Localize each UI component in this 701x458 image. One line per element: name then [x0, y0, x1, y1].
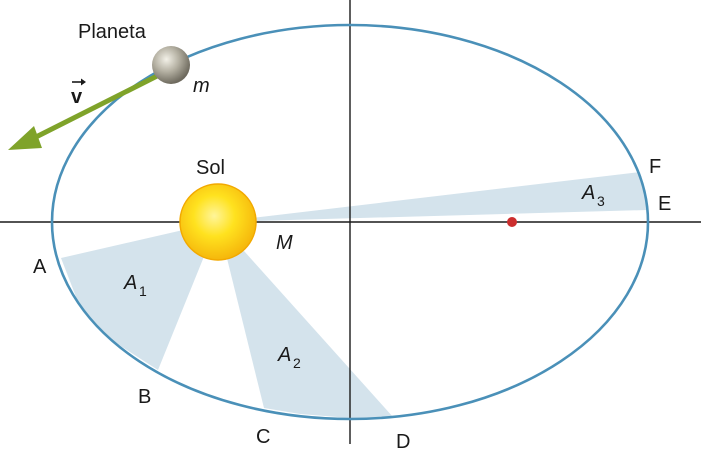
area-sector-3: [218, 172, 647, 222]
velocity-vector-arrow-icon: [72, 78, 86, 86]
area-sector-2: [218, 222, 393, 418]
sun-label: Sol: [196, 157, 225, 179]
planet: [152, 46, 190, 84]
area2-label: A: [277, 344, 291, 366]
planet-mass-label: m: [193, 75, 210, 97]
point-e-label: E: [658, 193, 671, 215]
velocity-label: v: [71, 86, 83, 108]
point-d-label: D: [396, 431, 410, 453]
point-a-label: A: [33, 256, 47, 278]
point-f-label: F: [649, 156, 661, 178]
sun-mass-label: M: [276, 232, 293, 254]
area2-subscript: 2: [293, 355, 301, 371]
velocity-arrow-shaft: [28, 69, 167, 143]
area3-subscript: 3: [597, 193, 605, 209]
orbit-ellipse: [50, 23, 650, 421]
area1-subscript: 1: [139, 283, 147, 299]
planet-label: Planeta: [78, 21, 147, 43]
velocity-arrowhead: [8, 126, 42, 150]
empty-focus-dot: [507, 217, 517, 227]
point-c-label: C: [256, 426, 270, 448]
area-sector-1: [61, 222, 218, 370]
point-b-label: B: [138, 386, 151, 408]
sun: [179, 183, 257, 261]
area3-label: A: [581, 182, 595, 204]
area1-label: A: [123, 272, 137, 294]
